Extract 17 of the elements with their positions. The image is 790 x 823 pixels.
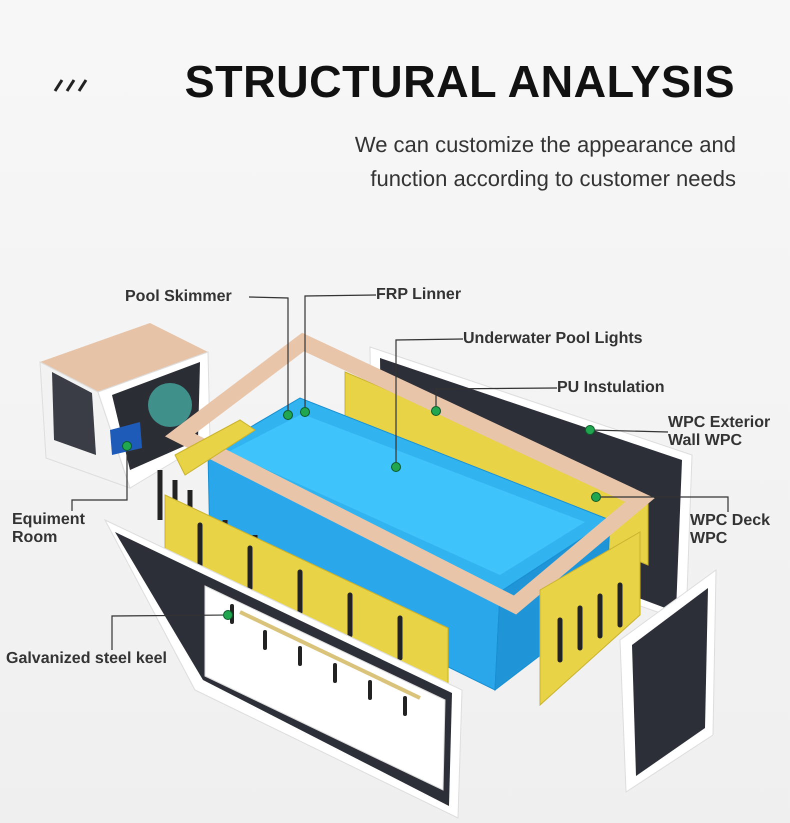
callout-label: Pool Skimmer <box>125 288 249 306</box>
leader-line <box>395 338 463 462</box>
leader-line <box>304 294 376 407</box>
callout-label: Galvanized steel keel <box>6 650 206 668</box>
callout-label: WPC Exterior Wall WPC <box>668 414 786 450</box>
leader-line <box>594 430 668 433</box>
leader-line <box>435 387 557 406</box>
leader-line <box>601 496 729 512</box>
callout-label: PU Instulation <box>557 379 687 397</box>
leader-line <box>111 614 223 650</box>
leader-line <box>248 296 289 410</box>
title: STRUCTURAL ANALYSIS <box>184 56 735 108</box>
subtitle: We can customize the appearance and function according to customer needs <box>354 131 736 193</box>
callout-label: Equiment Room <box>12 511 104 547</box>
callout-label: FRP Linner <box>376 286 476 304</box>
callout-label: Underwater Pool Lights <box>463 330 673 348</box>
callout-label: WPC Deck WPC <box>690 512 782 548</box>
